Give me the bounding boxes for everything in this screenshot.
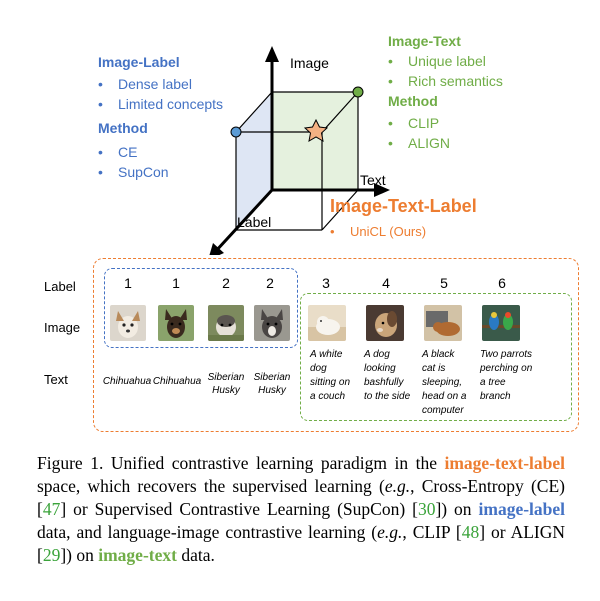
husky-photo-1 — [208, 305, 244, 341]
image-label-title: Image-Label — [98, 54, 180, 70]
image-label-item: •Dense label — [98, 76, 192, 92]
chihuahua-photo-1 — [110, 305, 146, 341]
image-axis-arrowhead — [265, 46, 279, 62]
image-text-item: •Rich semantics — [388, 73, 503, 89]
image-text-method-title: Method — [388, 93, 438, 109]
image-label-point — [230, 126, 242, 138]
image-text-item: •Unique label — [388, 53, 486, 69]
cube-axes-diagram — [209, 46, 390, 255]
husky-photo-2 — [254, 305, 290, 341]
white-dog-photo — [308, 305, 346, 341]
text-cell: Chihuahua — [102, 376, 152, 387]
axis-label-label: Label — [237, 214, 272, 230]
axis-image-label: Image — [290, 55, 329, 71]
image-text-label-title: Image-Text-Label — [330, 196, 477, 216]
image-text-method: •CLIP — [388, 115, 440, 131]
chihuahua-photo-2 — [158, 305, 194, 341]
image-text-block: Image-Text •Unique label •Rich semantics… — [388, 33, 503, 155]
image-label-box — [104, 268, 298, 348]
example-table: Label Image Text 1 1 2 2 3 4 5 6 Chihuah… — [0, 255, 600, 435]
axis-text-label: Text — [360, 172, 386, 188]
label-axis-arrowhead — [209, 243, 224, 255]
image-label-item: •Limited concepts — [98, 96, 224, 112]
text-axis-arrowhead — [374, 183, 390, 197]
column-label: 3 — [322, 275, 330, 291]
row-label-image: Image — [44, 320, 81, 335]
column-label: 4 — [382, 275, 390, 291]
column-label: 1 — [172, 275, 180, 291]
image-text-label-star — [303, 118, 329, 142]
image-text-method: •ALIGN — [388, 135, 451, 151]
column-label: 1 — [124, 275, 132, 291]
image-text-point — [352, 86, 364, 98]
image-label-method: •SupCon — [98, 164, 169, 180]
image-text-label-block: Image-Text-Label •UniCL (Ours) — [330, 196, 477, 239]
column-label: 5 — [440, 275, 448, 291]
image-label-block: Image-Label •Dense label •Limited concep… — [98, 54, 223, 184]
row-label-label: Label — [44, 279, 76, 294]
image-label-face — [236, 92, 272, 230]
dog-looking-photo — [366, 305, 404, 341]
image-text-label-box — [93, 258, 579, 432]
image-label-method: •CE — [98, 144, 138, 160]
text-cell: Chihuahua — [152, 376, 202, 387]
cat-photo — [424, 305, 462, 341]
column-label: 2 — [222, 275, 230, 291]
row-label-text: Text — [44, 372, 68, 387]
column-label: 6 — [498, 275, 506, 291]
image-label-method-title: Method — [98, 120, 148, 136]
image-text-box — [300, 293, 572, 421]
figure-caption: Figure 1. Unified contrastive learning p… — [37, 453, 566, 565]
image-text-label-item: •UniCL (Ours) — [330, 224, 427, 239]
column-label: 2 — [266, 275, 274, 291]
image-text-title: Image-Text — [388, 33, 461, 49]
parrots-photo — [482, 305, 520, 341]
diagram: Image Text Label Image-Label •Dense labe… — [0, 0, 600, 255]
